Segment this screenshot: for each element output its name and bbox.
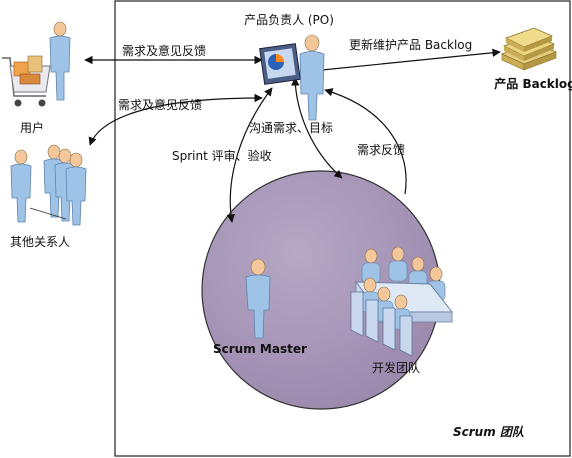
- user-cart-icon: [2, 21, 71, 107]
- scrum-master-icon: [245, 258, 271, 339]
- backlog-update-label: 更新维护产品 Backlog: [349, 37, 472, 52]
- scrum-team-label: Scrum 团队: [453, 425, 525, 439]
- req-feedback-top-label: 需求及意见反馈: [122, 43, 206, 58]
- product-backlog-label: 产品 Backlog: [494, 76, 572, 91]
- stakeholders-icon: [10, 144, 87, 226]
- arrow-stakeholder-po: [88, 93, 263, 146]
- dev-team-label: 开发团队: [372, 360, 420, 375]
- arrow-req-feedback: [324, 88, 407, 195]
- communicate-label: 沟通需求、目标: [249, 121, 333, 135]
- req-feedback-mid-label: 需求及意见反馈: [118, 97, 202, 112]
- user-label: 用户: [20, 120, 44, 135]
- po-monitor-icon: [259, 43, 301, 85]
- arrow-sprint-review: [226, 87, 273, 223]
- arrow-po-backlog: [321, 48, 501, 71]
- arrows: [84, 48, 501, 223]
- arrow-communicate: [291, 77, 343, 179]
- scrum-team-boundary: [114, 0, 571, 457]
- po-person-icon: [299, 34, 325, 121]
- po-label: 产品负责人 (PO): [244, 13, 334, 27]
- stakeholders-label: 其他关系人: [10, 235, 70, 249]
- product-backlog-icon: [500, 27, 558, 71]
- dev-team-icon: [350, 246, 454, 357]
- req-feedback-right-label: 需求反馈: [357, 143, 405, 157]
- sprint-review-label: Sprint 评审、验收: [172, 148, 272, 163]
- scrum-master-label: Scrum Master: [213, 342, 307, 356]
